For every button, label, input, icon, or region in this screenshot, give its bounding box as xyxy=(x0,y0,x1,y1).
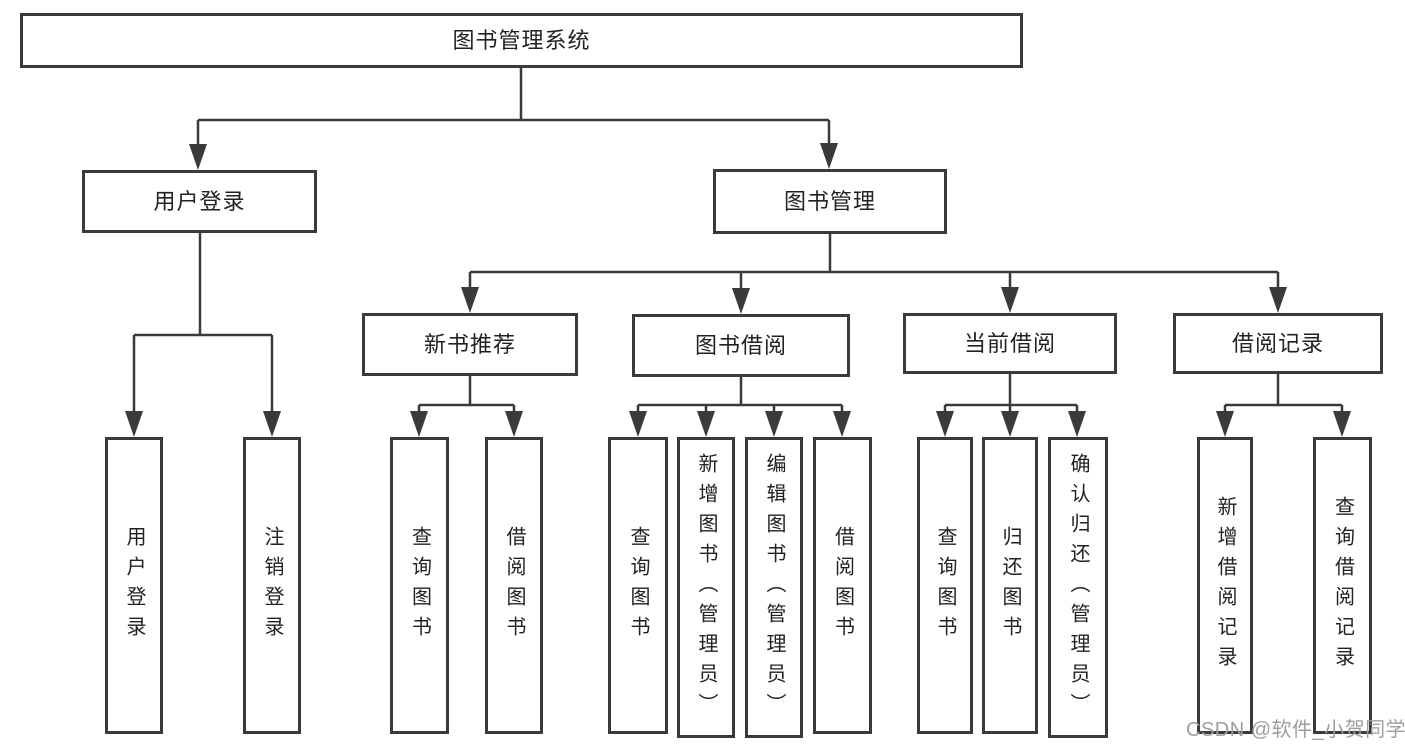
node-query-borrow-record: 查询借阅记录 xyxy=(1313,437,1372,734)
node-user-login: 用户登录 xyxy=(82,170,317,233)
node-book-management: 图书管理 xyxy=(713,169,947,234)
node-edit-books-admin: 编辑图书（管理员） xyxy=(745,437,803,738)
node-borrow-books-borrowing: 借阅图书 xyxy=(813,437,872,734)
node-add-books-admin: 新增图书（管理员） xyxy=(677,437,735,738)
node-query-books-current: 查询图书 xyxy=(917,437,973,734)
node-borrow-books-recommend: 借阅图书 xyxy=(485,437,543,734)
node-add-borrow-record: 新增借阅记录 xyxy=(1197,437,1253,734)
node-borrowing-records: 借阅记录 xyxy=(1173,313,1383,374)
node-logout-leaf: 注销登录 xyxy=(243,437,301,734)
node-user-login-leaf: 用户登录 xyxy=(105,437,163,734)
node-query-books-borrowing: 查询图书 xyxy=(608,437,668,734)
node-return-books: 归还图书 xyxy=(982,437,1038,734)
arrowheads xyxy=(125,143,1351,437)
node-new-book-recommendation: 新书推荐 xyxy=(362,313,578,376)
csdn-watermark: CSDN @软件_小贺同学 xyxy=(1186,719,1405,741)
node-query-books-recommend: 查询图书 xyxy=(390,437,449,734)
node-current-borrowing: 当前借阅 xyxy=(903,313,1117,374)
node-confirm-return-admin: 确认归还（管理员） xyxy=(1048,437,1108,738)
node-book-borrowing: 图书借阅 xyxy=(632,314,850,377)
node-root-library-system: 图书管理系统 xyxy=(20,13,1023,68)
